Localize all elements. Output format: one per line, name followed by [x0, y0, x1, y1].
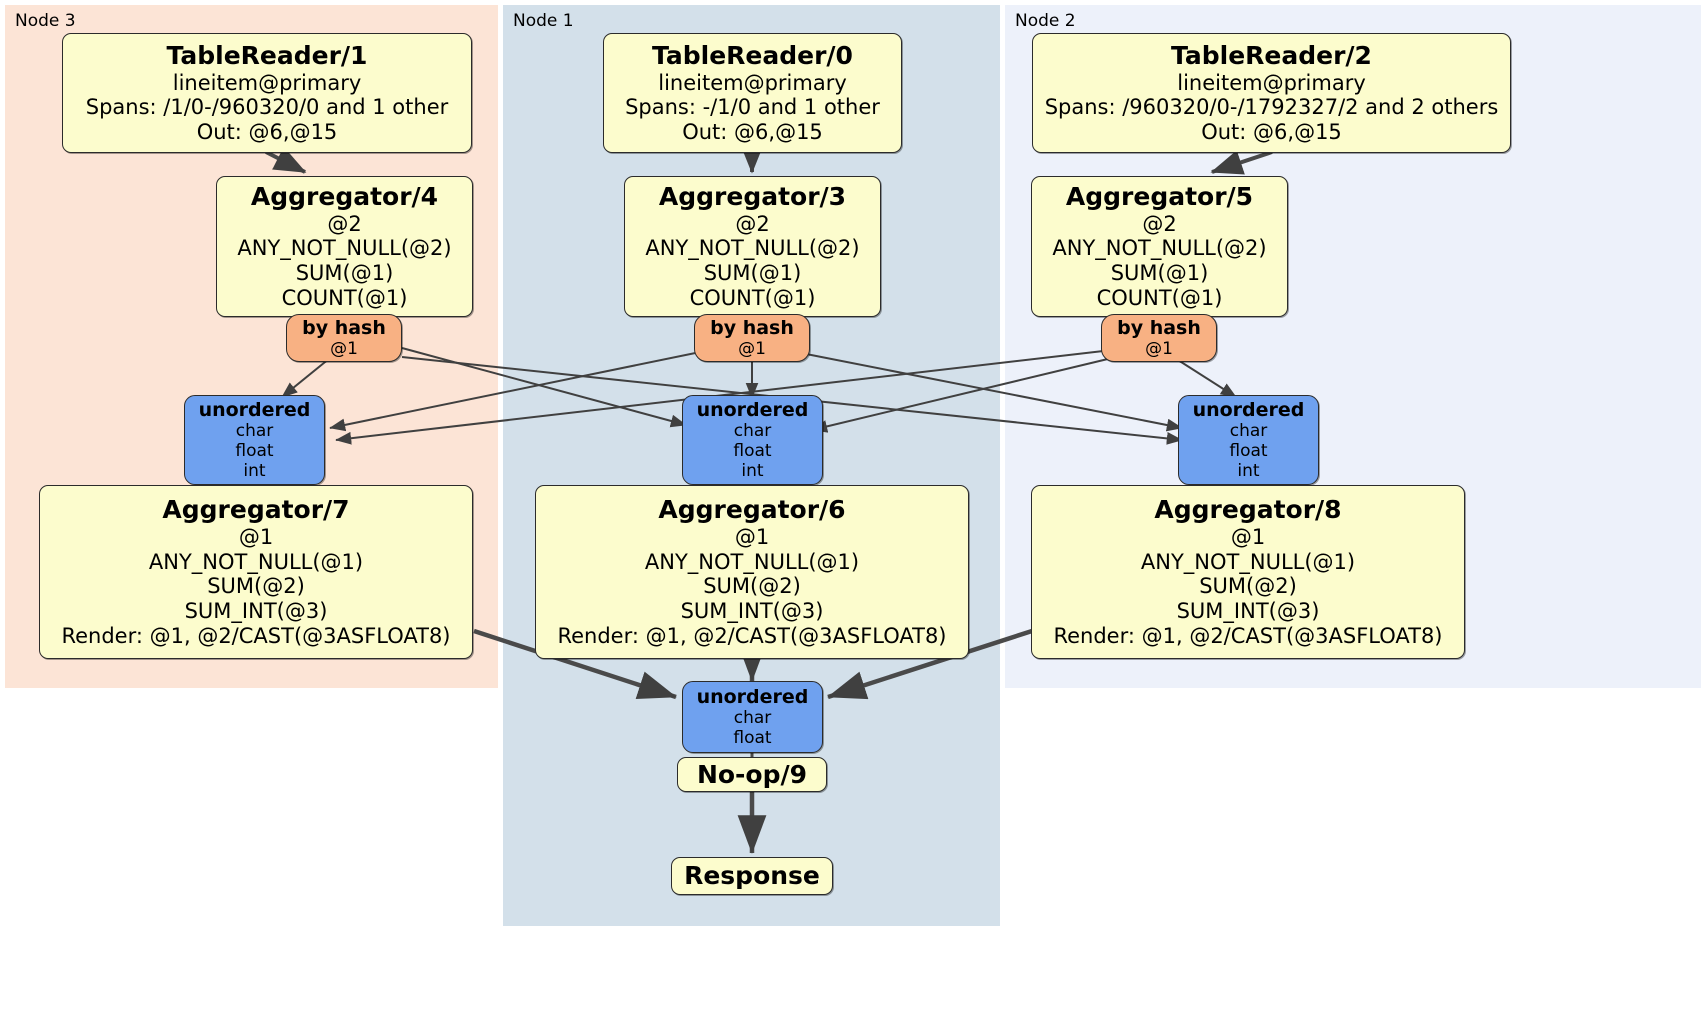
processor-table: lineitem@primary [658, 70, 847, 95]
router-by-hash-node1[interactable]: by hash @1 [694, 314, 810, 362]
processor-out: Out: @6,@15 [196, 120, 338, 145]
router-detail: @1 [1145, 339, 1173, 360]
processor-group-cols: @1 [1230, 524, 1266, 549]
processor-title: Aggregator/7 [162, 495, 350, 525]
sync-type: char [733, 421, 772, 442]
processor-title: TableReader/1 [166, 41, 368, 71]
processor-spans: Spans: /960320/0-/1792327/2 and 2 others [1044, 95, 1499, 120]
sync-type: char [1229, 421, 1268, 442]
processor-render: Render: @1, @2/CAST(@3ASFLOAT8) [61, 623, 451, 648]
processor-agg-fn: ANY_NOT_NULL(@1) [148, 549, 364, 574]
processor-aggregator-7[interactable]: Aggregator/7 @1 ANY_NOT_NULL(@1) SUM(@2)… [39, 485, 473, 659]
processor-agg-fn: SUM(@1) [295, 261, 394, 286]
processor-aggregator-5[interactable]: Aggregator/5 @2 ANY_NOT_NULL(@2) SUM(@1)… [1031, 176, 1288, 317]
processor-title: No-op/9 [696, 759, 808, 789]
processor-group-cols: @2 [1142, 211, 1177, 236]
router-by-hash-node2[interactable]: by hash @1 [1101, 314, 1217, 362]
router-by-hash-node3[interactable]: by hash @1 [286, 314, 402, 362]
router-title: by hash [302, 316, 386, 339]
processor-spans: Spans: -/1/0 and 1 other [625, 95, 880, 120]
sync-type: int [741, 461, 764, 482]
processor-agg-fn: COUNT(@1) [689, 286, 816, 311]
processor-title: Response [684, 861, 820, 891]
processor-agg-fn: SUM(@1) [703, 261, 802, 286]
processor-aggregator-6[interactable]: Aggregator/6 @1 ANY_NOT_NULL(@1) SUM(@2)… [535, 485, 969, 659]
processor-out: Out: @6,@15 [1201, 120, 1342, 145]
processor-agg-fn: SUM_INT(@3) [1176, 599, 1320, 624]
panel-node-3-label: Node 3 [15, 11, 76, 31]
sync-type: float [1229, 441, 1268, 462]
processor-title: Aggregator/4 [250, 182, 439, 212]
processor-title: Aggregator/3 [658, 182, 847, 212]
processor-agg-fn: COUNT(@1) [1096, 286, 1223, 311]
processor-aggregator-3[interactable]: Aggregator/3 @2 ANY_NOT_NULL(@2) SUM(@1)… [624, 176, 881, 317]
processor-title: Aggregator/6 [658, 495, 846, 525]
processor-aggregator-8[interactable]: Aggregator/8 @1 ANY_NOT_NULL(@1) SUM(@2)… [1031, 485, 1465, 659]
processor-render: Render: @1, @2/CAST(@3ASFLOAT8) [1053, 623, 1443, 648]
sync-type: float [733, 441, 772, 462]
processor-title: Aggregator/5 [1065, 182, 1254, 212]
processor-tablereader-1[interactable]: TableReader/1 lineitem@primary Spans: /1… [62, 33, 472, 153]
processor-group-cols: @1 [238, 524, 274, 549]
sync-title: unordered [696, 398, 809, 421]
processor-agg-fn: SUM_INT(@3) [680, 599, 824, 624]
processor-agg-fn: ANY_NOT_NULL(@2) [237, 236, 452, 261]
processor-agg-fn: SUM(@2) [703, 574, 801, 599]
sync-type: char [733, 708, 772, 729]
sync-title: unordered [696, 685, 809, 708]
processor-agg-fn: SUM(@2) [1199, 574, 1297, 599]
panel-node-1-label: Node 1 [513, 11, 574, 31]
processor-group-cols: @1 [734, 524, 770, 549]
sync-title: unordered [198, 398, 311, 421]
processor-out: Out: @6,@15 [682, 120, 823, 145]
processor-response[interactable]: Response [671, 857, 833, 895]
router-detail: @1 [738, 339, 766, 360]
sync-title: unordered [1192, 398, 1305, 421]
processor-aggregator-4[interactable]: Aggregator/4 @2 ANY_NOT_NULL(@2) SUM(@1)… [216, 176, 473, 317]
processor-agg-fn: ANY_NOT_NULL(@1) [644, 549, 860, 574]
processor-table: lineitem@primary [172, 70, 362, 95]
processor-tablereader-0[interactable]: TableReader/0 lineitem@primary Spans: -/… [603, 33, 902, 153]
sync-type: char [235, 421, 274, 442]
processor-render: Render: @1, @2/CAST(@3ASFLOAT8) [557, 623, 947, 648]
synchronizer-unordered-node3[interactable]: unordered char float int [184, 395, 325, 485]
processor-title: Aggregator/8 [1154, 495, 1342, 525]
processor-group-cols: @2 [327, 211, 362, 236]
processor-agg-fn: SUM(@2) [207, 574, 305, 599]
processor-no-op-9[interactable]: No-op/9 [677, 757, 827, 792]
router-title: by hash [1117, 316, 1201, 339]
processor-table: lineitem@primary [1177, 70, 1366, 95]
processor-agg-fn: ANY_NOT_NULL(@2) [1052, 236, 1267, 261]
processor-agg-fn: COUNT(@1) [281, 286, 408, 311]
processor-agg-fn: SUM_INT(@3) [184, 599, 328, 624]
panel-node-2-label: Node 2 [1015, 11, 1076, 31]
processor-agg-fn: ANY_NOT_NULL(@1) [1140, 549, 1356, 574]
synchronizer-unordered-node2[interactable]: unordered char float int [1178, 395, 1319, 485]
synchronizer-unordered-node1[interactable]: unordered char float int [682, 395, 823, 485]
processor-tablereader-2[interactable]: TableReader/2 lineitem@primary Spans: /9… [1032, 33, 1511, 153]
sync-type: float [733, 728, 772, 749]
synchronizer-unordered-final[interactable]: unordered char float [682, 681, 823, 753]
processor-title: TableReader/2 [1171, 41, 1372, 71]
processor-agg-fn: SUM(@1) [1110, 261, 1209, 286]
sync-type: float [235, 441, 274, 462]
processor-spans: Spans: /1/0-/960320/0 and 1 other [85, 95, 449, 120]
processor-group-cols: @2 [735, 211, 770, 236]
router-detail: @1 [330, 339, 358, 360]
processor-agg-fn: ANY_NOT_NULL(@2) [645, 236, 860, 261]
sync-type: int [1237, 461, 1260, 482]
processor-title: TableReader/0 [652, 41, 853, 71]
router-title: by hash [710, 316, 794, 339]
sync-type: int [243, 461, 266, 482]
